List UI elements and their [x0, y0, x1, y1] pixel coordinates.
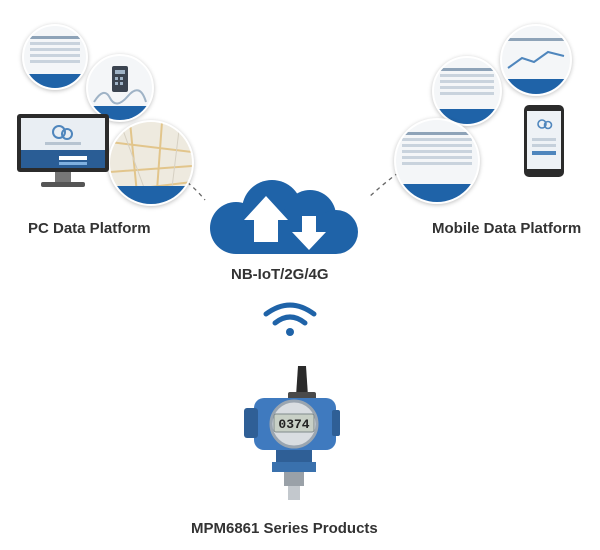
- network-label: NB-IoT/2G/4G: [231, 266, 329, 283]
- mobile-realtime-bubble: [394, 118, 480, 204]
- map-tag: [110, 185, 192, 204]
- analysis-chart-icon: [93, 66, 147, 105]
- data-table-tag: [24, 74, 86, 88]
- pc-map-bubble: [108, 120, 194, 206]
- download-arrow-icon: [292, 216, 326, 250]
- pc-data-table-bubble: [22, 24, 88, 90]
- mobile-connector-line: [367, 167, 406, 199]
- pressure-transmitter: 0374: [244, 366, 340, 500]
- realtime-tag: [396, 183, 478, 202]
- trend-chart-icon: [507, 50, 565, 69]
- product-label: MPM6861 Series Products: [191, 520, 378, 537]
- mobile-trend-bubble: [500, 24, 572, 96]
- gauge-display-value: 0374: [278, 417, 309, 432]
- antenna: [296, 366, 308, 396]
- phone-cloud-logo-icon: [537, 119, 553, 130]
- upload-arrow-icon: [244, 196, 288, 242]
- trend-tag: [502, 79, 570, 94]
- pc-monitor: [17, 114, 109, 187]
- monitor-cloud-logo-icon: [52, 125, 73, 140]
- mobile-platform-label: Mobile Data Platform: [432, 220, 582, 237]
- mobile-data-query-bubble: [432, 56, 502, 126]
- wifi-signal-icon: [263, 302, 317, 336]
- mobile-phone: [524, 105, 564, 177]
- pc-platform-label: PC Data Platform: [28, 220, 151, 237]
- pc-analysis-bubble: [86, 54, 154, 122]
- cloud-icon: [210, 180, 358, 254]
